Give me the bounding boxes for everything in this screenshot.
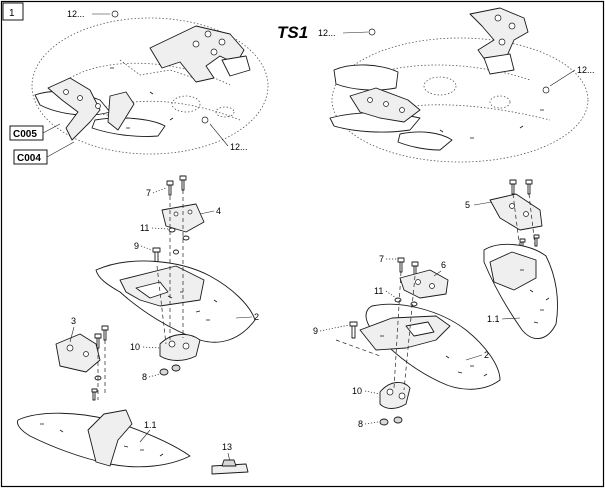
svg-text:C005: C005 [13,129,37,140]
knife-holder [107,91,135,131]
callout-10: 10 [352,386,381,396]
disc-outline [331,37,589,163]
sheet-number: 1 [9,8,15,19]
callout-1-1: 1.1 [139,420,157,443]
svg-text:8: 8 [358,419,363,429]
knife-holder-6 [399,269,449,299]
svg-text:12...: 12... [318,28,336,38]
svg-text:11: 11 [140,223,149,233]
knife-blade [91,117,166,137]
svg-text:10: 10 [352,386,362,396]
reference-c004: C004 [13,141,75,165]
callout-12: 12... [209,123,248,152]
clamp-10 [159,334,201,361]
nut [159,368,169,376]
callout-9: 9 [134,241,153,251]
bolt [179,175,187,191]
svg-text:3: 3 [71,316,76,326]
knife-holder [489,251,537,291]
bolt [397,257,405,273]
washer [168,227,176,233]
svg-text:2: 2 [484,350,489,360]
callout-5: 5 [465,200,493,210]
callout-1-1: 1.1 [487,314,521,324]
bolt [349,321,358,339]
knife-blade [397,131,453,151]
bracket-plate [483,53,515,75]
left-exploded-assembly [95,175,256,376]
callout-11: 11 [140,223,169,233]
knife-holder-3 [55,333,101,373]
svg-text:12...: 12... [230,142,248,152]
callout-10: 10 [130,342,161,352]
svg-text:9: 9 [313,326,318,336]
svg-text:1.1: 1.1 [487,314,500,324]
reference-c005: C005 [9,123,61,141]
nut [393,416,403,424]
bottom-left-exploded-assembly [17,325,191,468]
callout-8: 8 [142,372,161,382]
callout-12: 12... [318,28,369,38]
top-right-disc-assembly [329,7,589,163]
svg-text:11: 11 [374,286,383,296]
knife-holder-5 [489,193,543,231]
callout-2: 2 [465,350,489,361]
svg-text:7: 7 [146,188,151,198]
callout-12: 12... [549,65,595,87]
svg-text:13: 13 [222,442,232,452]
knife-blade [333,64,399,91]
svg-text:8: 8 [142,372,147,382]
tool-13: 13 [211,442,249,475]
callout-2: 2 [235,312,259,322]
bolt [101,325,109,341]
svg-text:9: 9 [134,241,139,251]
callout-8: 8 [358,419,379,429]
svg-text:12...: 12... [67,9,85,19]
callout-9: 9 [313,324,350,336]
bracket-plate [221,55,251,77]
callout-12: 12... [67,9,110,19]
right-exploded-assembly-upper [483,179,558,339]
svg-text:4: 4 [216,206,221,216]
clamp-10 [379,382,411,409]
top-left-disc-assembly [31,10,269,155]
callout-7: 7 [379,254,398,264]
diagram-title: TS1 [277,23,308,42]
svg-text:2: 2 [254,312,259,322]
callout-3: 3 [69,316,76,343]
bolt [91,388,98,401]
knife-holder [87,409,133,467]
bolt [166,180,174,196]
svg-text:1.1: 1.1 [144,420,157,430]
disc-outline [31,17,269,155]
bolt [509,179,517,195]
callout-7: 7 [146,187,167,198]
sheet-number-box: 1 [2,2,24,21]
svg-text:7: 7 [379,254,384,264]
knife-holder [47,77,101,141]
washer [394,297,402,303]
svg-text:C004: C004 [17,153,41,164]
svg-text:6: 6 [441,260,446,270]
callout-6: 6 [433,260,446,277]
washer [182,235,190,241]
callout-11: 11 [374,286,397,299]
right-exploded-assembly-lower [335,257,501,426]
svg-text:10: 10 [130,342,140,352]
nut [171,364,181,372]
svg-text:5: 5 [465,200,470,210]
svg-text:12...: 12... [577,65,595,75]
nut [379,418,389,426]
callout-4: 4 [199,206,221,216]
bolt [525,179,533,195]
